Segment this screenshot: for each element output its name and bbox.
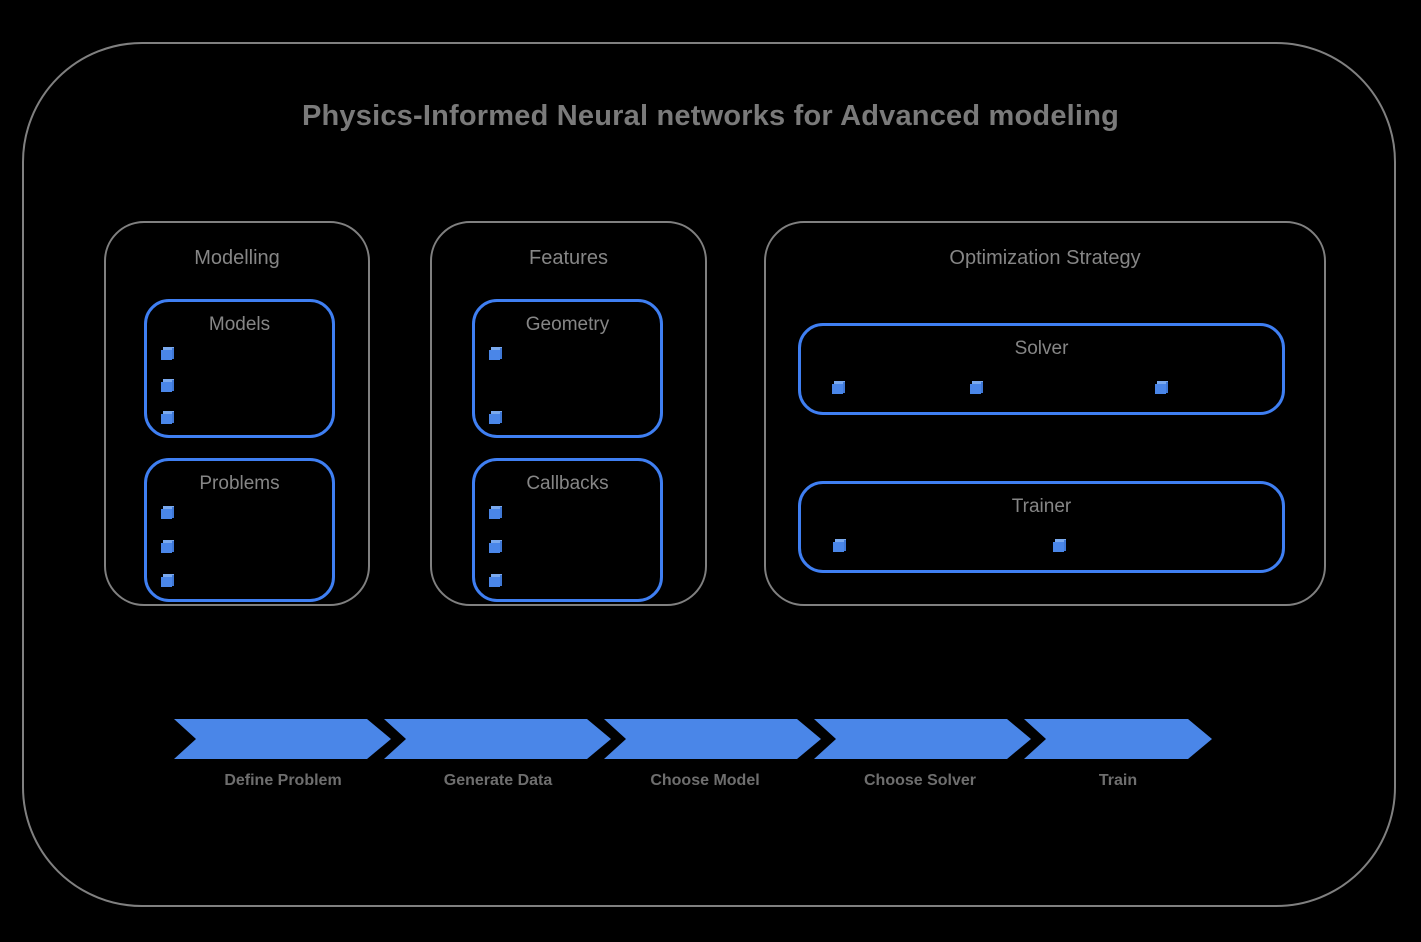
flow-chevron-5[interactable] — [1024, 719, 1212, 759]
flow-chevron-3[interactable] — [604, 719, 821, 759]
box-title-solver: Solver — [1014, 338, 1069, 359]
diagram-outer-frame — [22, 42, 1396, 907]
flow-label-4: Choose Solver — [863, 772, 977, 789]
group-modelling: Modelling — [104, 221, 370, 606]
group-title-features: Features — [529, 247, 608, 269]
flow-label-3: Choose Model — [650, 772, 760, 789]
flow-label-5: Train — [1098, 772, 1138, 789]
flow-label-2: Generate Data — [443, 772, 553, 789]
group-features: Features — [430, 221, 707, 606]
flow-chevron-2[interactable] — [384, 719, 611, 759]
group-optimization-strategy: Optimization Strategy — [764, 221, 1326, 606]
box-title-geometry: Geometry — [525, 314, 610, 335]
group-title-modelling: Modelling — [194, 247, 280, 269]
group-title-optimization-strategy: Optimization Strategy — [949, 247, 1141, 269]
flow-chevron-4[interactable] — [814, 719, 1031, 759]
box-title-models: Models — [208, 314, 271, 335]
box-title-trainer: Trainer — [1011, 496, 1072, 517]
box-title-problems: Problems — [199, 473, 280, 494]
flow-label-1: Define Problem — [224, 772, 342, 789]
box-title-callbacks: Callbacks — [526, 473, 609, 494]
page-title: Physics-Informed Neural networks for Adv… — [301, 100, 1120, 132]
flow-chevron-1[interactable] — [174, 719, 391, 759]
